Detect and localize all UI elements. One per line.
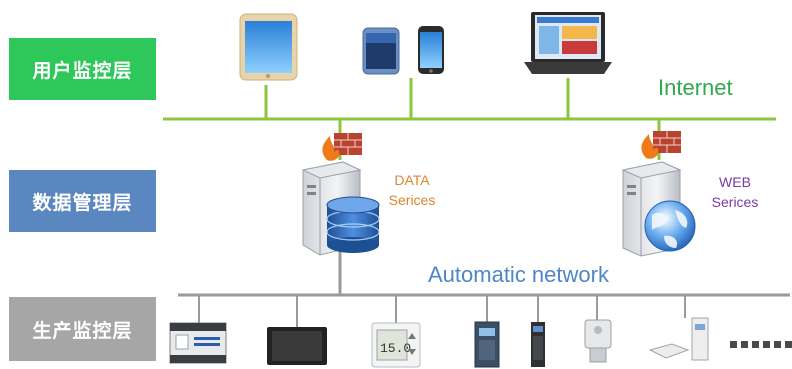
data-management-layer-label: 数据管理层 xyxy=(32,191,133,214)
web-services-line2: Serices xyxy=(711,194,759,210)
tablet-icon xyxy=(239,13,298,81)
plc-controller-icon xyxy=(169,322,227,364)
io-module-icon xyxy=(648,317,709,361)
data-management-layer-box: 数据管理层 xyxy=(9,170,156,232)
production-monitoring-layer-box: 生产监控层 xyxy=(9,297,156,361)
laptop-icon xyxy=(524,12,612,74)
data-services-line2: Serices xyxy=(388,192,436,208)
svg-text:15.0: 15.0 xyxy=(380,341,411,356)
data-services-line1: DATA xyxy=(394,172,430,188)
globe-icon xyxy=(644,200,696,252)
automatic-network-bus xyxy=(178,250,790,327)
user-monitoring-layer-label: 用户监控层 xyxy=(32,59,133,82)
data-firewall-icon xyxy=(322,133,362,161)
web-services-label: WEB Serices xyxy=(695,172,775,212)
hmi-panel-icon xyxy=(267,327,327,365)
sensor-module-icon xyxy=(584,319,612,363)
user-monitoring-layer-box: 用户监控层 xyxy=(9,38,156,100)
servo-drive-icon xyxy=(531,322,545,367)
more-devices-ellipsis-icon xyxy=(730,341,792,348)
thermostat-icon: 15.0 xyxy=(371,322,421,368)
web-services-line1: WEB xyxy=(719,174,751,190)
data-services-label: DATA Serices xyxy=(372,170,452,210)
smartphone-icon xyxy=(418,26,444,74)
production-monitoring-layer-label: 生产监控层 xyxy=(32,319,133,342)
android-phone-icon xyxy=(362,27,400,75)
automatic-network-label: Automatic network xyxy=(428,262,609,287)
web-firewall-icon xyxy=(641,131,681,159)
database-icon xyxy=(326,196,380,253)
internet-label: Internet xyxy=(658,75,733,100)
inverter-drive-icon xyxy=(474,321,500,368)
